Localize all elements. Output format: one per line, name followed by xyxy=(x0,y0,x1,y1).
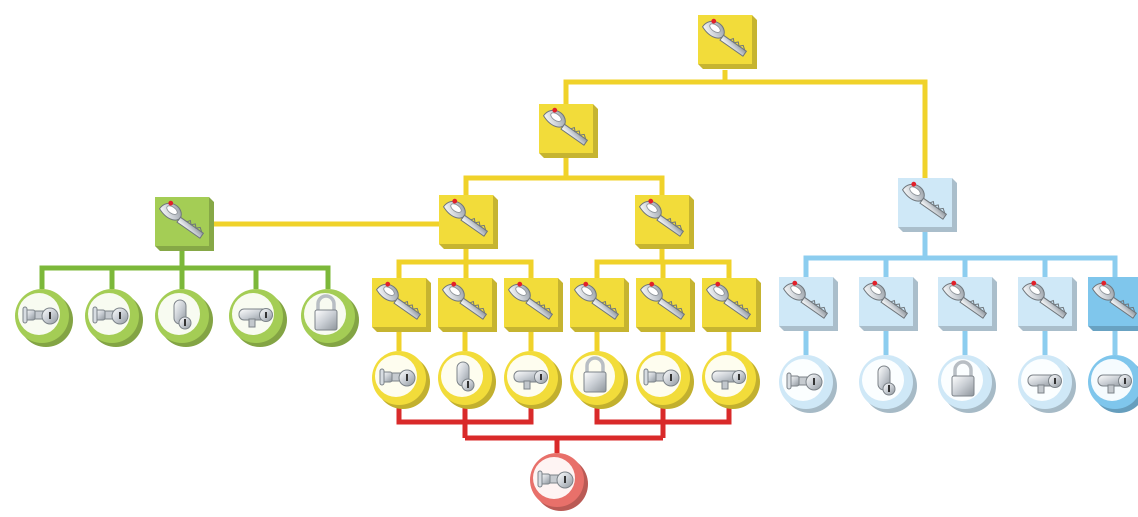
key-icon xyxy=(901,181,948,220)
yellow-key-1[interactable] xyxy=(372,278,431,332)
euro-cylinder-icon xyxy=(238,308,273,328)
blue-key-1[interactable] xyxy=(779,277,838,331)
blue-lock-4[interactable] xyxy=(1018,355,1076,413)
yellow-lock-4[interactable] xyxy=(570,351,628,409)
connector-yellow-left-keys xyxy=(396,249,534,278)
euro-cylinder-icon xyxy=(513,370,548,390)
blue-lock-2[interactable] xyxy=(859,355,917,413)
connector-green-locks xyxy=(39,251,331,289)
key-icon xyxy=(442,198,489,237)
yellow-lock-3[interactable] xyxy=(504,351,562,409)
padlock-icon xyxy=(951,360,975,397)
knob-cylinder-icon xyxy=(786,372,823,391)
blue-lock-1[interactable] xyxy=(779,355,837,413)
key-icon xyxy=(1091,280,1138,319)
green-lock-1[interactable] xyxy=(15,289,73,347)
blue-lock-3[interactable] xyxy=(938,355,996,413)
knob-cylinder-icon xyxy=(537,470,574,489)
yellow-lock-2[interactable] xyxy=(438,351,496,409)
green-master-key[interactable] xyxy=(155,197,214,251)
green-lock-5[interactable] xyxy=(301,289,359,347)
green-lock-2[interactable] xyxy=(85,289,143,347)
yellow-key-3[interactable] xyxy=(504,278,563,332)
yellow-lock-1[interactable] xyxy=(372,351,430,409)
key-icon xyxy=(158,200,205,239)
blue-lock-5[interactable] xyxy=(1088,355,1138,413)
key-icon xyxy=(705,281,752,320)
euro-cylinder-icon xyxy=(711,370,746,390)
key-icon xyxy=(638,198,685,237)
blue-key-2[interactable] xyxy=(859,277,918,331)
yellow-key-6[interactable] xyxy=(702,278,761,332)
knob-cylinder-icon xyxy=(379,368,416,387)
blue-master-key[interactable] xyxy=(898,178,957,232)
padlock-icon xyxy=(583,356,607,393)
key-icon xyxy=(941,280,988,319)
yellow-master-key-right[interactable] xyxy=(635,195,694,249)
yellow-master-key-left[interactable] xyxy=(439,195,498,249)
green-lock-3[interactable] xyxy=(155,289,213,347)
blue-key-3[interactable] xyxy=(938,277,997,331)
key-icon xyxy=(441,281,488,320)
yellow-lock-6[interactable] xyxy=(702,351,760,409)
yellow-key-4[interactable] xyxy=(570,278,629,332)
knob-cylinder-icon xyxy=(643,368,680,387)
central-lock[interactable] xyxy=(530,453,588,511)
knob-cylinder-icon xyxy=(92,306,129,325)
knob-cylinder-icon xyxy=(22,306,59,325)
euro-cylinder-icon xyxy=(1027,374,1062,394)
top-master-key[interactable] xyxy=(698,15,757,69)
blue-key-5[interactable] xyxy=(1088,277,1138,331)
yellow-lock-5[interactable] xyxy=(636,351,694,409)
yellow-key-5[interactable] xyxy=(636,278,695,332)
key-icon xyxy=(862,280,909,319)
euro-cylinder-icon xyxy=(1097,374,1132,394)
connector-top-master xyxy=(563,70,928,178)
connector-central-lock xyxy=(396,405,732,453)
key-icon xyxy=(542,107,589,146)
cam-lock-icon xyxy=(173,299,192,330)
key-icon xyxy=(1021,280,1068,319)
node-shadow xyxy=(1088,326,1138,331)
cam-lock-icon xyxy=(877,365,896,396)
yellow-key-2[interactable] xyxy=(438,278,497,332)
connector-grand-master xyxy=(463,158,665,195)
key-icon xyxy=(573,281,620,320)
blue-key-4[interactable] xyxy=(1018,277,1077,331)
key-icon xyxy=(701,18,748,57)
padlock-icon xyxy=(314,294,338,331)
grand-master-key[interactable] xyxy=(539,104,598,158)
connector-blue-keys xyxy=(803,232,1118,277)
key-icon xyxy=(782,280,829,319)
key-icon xyxy=(375,281,422,320)
key-icon xyxy=(507,281,554,320)
connector-yellow-right-keys xyxy=(594,249,732,278)
green-lock-4[interactable] xyxy=(229,289,287,347)
key-icon xyxy=(639,281,686,320)
cam-lock-icon xyxy=(456,361,475,392)
